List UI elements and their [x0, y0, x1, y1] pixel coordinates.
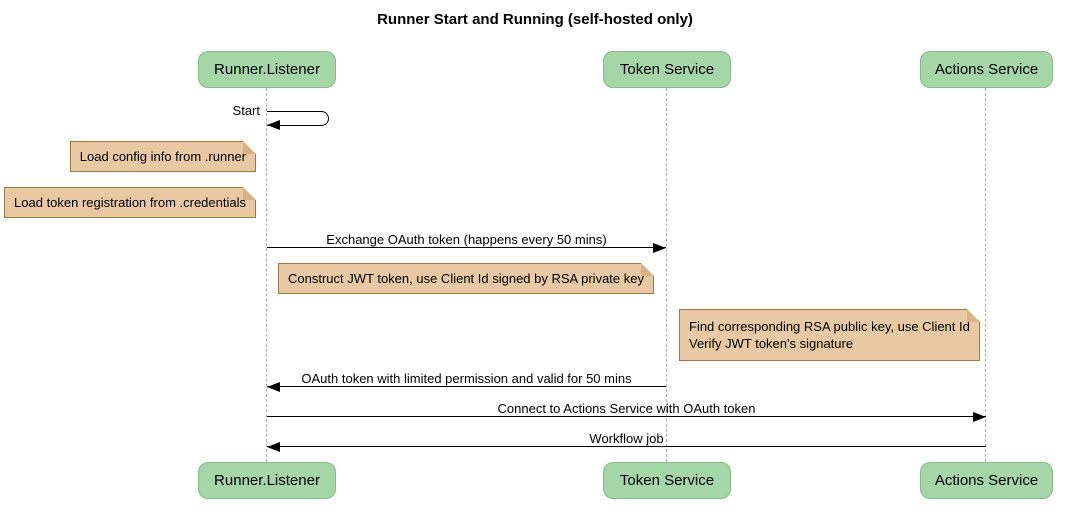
arrowhead-workflow-job [267, 442, 280, 452]
participant-token-service-bottom: Token Service [603, 462, 731, 499]
message-label-connect: Connect to Actions Service with OAuth to… [497, 401, 756, 416]
note-load-token-registration: Load token registration from .credential… [4, 187, 256, 218]
self-message-arrow-start [267, 111, 329, 126]
note-construct-jwt: Construct JWT token, use Client Id signe… [278, 263, 654, 294]
lifeline-token-service [666, 88, 667, 462]
participant-token-service-top: Token Service [603, 51, 731, 88]
lifeline-runner-listener [266, 88, 267, 462]
note-verify-jwt: Find corresponding RSA public key, use C… [679, 309, 980, 361]
arrowhead-oauth-token-return [267, 382, 280, 392]
arrowhead-start [267, 120, 280, 130]
message-label-workflow-job: Workflow job [589, 431, 664, 446]
diagram-title: Runner Start and Running (self-hosted on… [377, 11, 693, 28]
participant-actions-service-top: Actions Service [920, 51, 1053, 88]
message-line-connect [267, 416, 986, 417]
message-line-workflow-job [267, 446, 986, 447]
arrowhead-connect [973, 412, 986, 422]
arrowhead-exchange-token [653, 243, 666, 253]
message-line-oauth-token-return [267, 386, 666, 387]
lifeline-actions-service [985, 88, 986, 462]
participant-actions-service-bottom: Actions Service [920, 462, 1053, 499]
message-label-start: Start [232, 103, 260, 118]
message-label-exchange-token: Exchange OAuth token (happens every 50 m… [326, 232, 607, 247]
participant-runner-listener-top: Runner.Listener [198, 51, 336, 88]
message-line-exchange-token [267, 247, 666, 248]
participant-runner-listener-bottom: Runner.Listener [198, 462, 336, 499]
note-load-config: Load config info from .runner [69, 141, 257, 172]
message-label-oauth-token-return: OAuth token with limited permission and … [301, 371, 632, 386]
